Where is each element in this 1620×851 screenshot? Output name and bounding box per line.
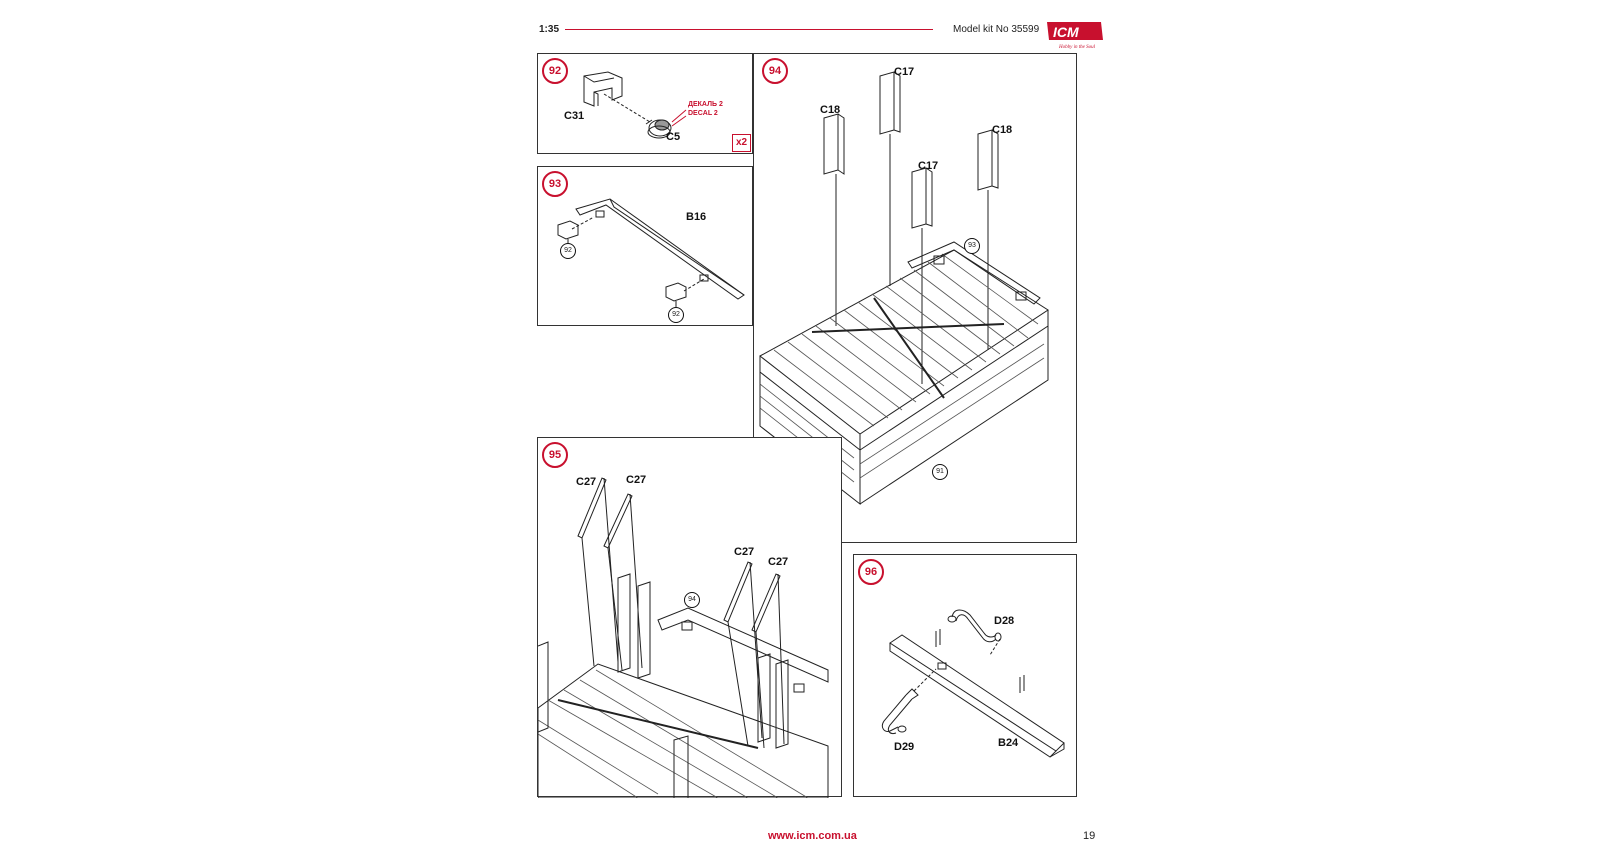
step-number-badge: 92 (542, 58, 568, 84)
instruction-page: 1:35 Model kit No 35599 ICM Hobby in the… (537, 18, 1105, 848)
part-label-b24: B24 (998, 737, 1019, 749)
multiplier-badge: x2 (732, 134, 751, 152)
part-label-c5: C5 (666, 131, 681, 143)
part-label-c17: C17 (894, 66, 915, 78)
page-number: 19 (1083, 830, 1096, 842)
step-92-illustration (583, 71, 687, 139)
step-93-illustration (557, 198, 745, 307)
step-number-badge: 93 (542, 171, 568, 197)
part-label-c27: C27 (768, 556, 789, 568)
step-93-panel: 93 B16 92 92 (537, 166, 753, 326)
step-94-illustration (759, 71, 1049, 506)
step-96-illustration (881, 609, 1065, 758)
part-label-d29: D29 (894, 741, 915, 753)
part-label-b16: B16 (686, 211, 707, 223)
decal-label-en: DECAL 2 (688, 110, 718, 117)
step-ref-badge: 92 (560, 243, 576, 259)
part-label-c18: C18 (820, 104, 841, 116)
icm-logo: ICM Hobby in the Soul (1045, 18, 1105, 50)
step-ref-badge: 94 (684, 592, 700, 608)
decal-callout: ДЕКАЛЬ 2 DECAL 2 (688, 100, 723, 118)
step-ref-badge: 92 (668, 307, 684, 323)
step-92-panel: 92 C31 C5 ДЕКАЛЬ 2 DECAL 2 x2 (537, 53, 753, 154)
website-link[interactable]: www.icm.com.ua (768, 830, 857, 842)
scale-label: 1:35 (539, 24, 560, 35)
step-number-badge: 96 (858, 559, 884, 585)
svg-text:Hobby in the Soul: Hobby in the Soul (1058, 45, 1096, 50)
part-label-c17: C17 (918, 160, 939, 172)
part-label-d28: D28 (994, 615, 1015, 627)
part-label-c31: C31 (564, 110, 585, 122)
decal-label-ru: ДЕКАЛЬ 2 (688, 101, 723, 108)
step-95-panel: 95 (537, 437, 842, 798)
part-label-c18: C18 (992, 124, 1013, 136)
step-number-badge: 95 (542, 442, 568, 468)
step-96-panel: 96 D28 (853, 554, 1077, 797)
svg-text:ICM: ICM (1053, 24, 1079, 40)
header-rule (565, 29, 933, 30)
step-number-badge: 94 (762, 58, 788, 84)
step-ref-badge: 91 (932, 464, 948, 480)
part-label-c27: C27 (576, 476, 597, 488)
kit-number-label: Model kit No 35599 (953, 24, 1040, 35)
part-label-c27: C27 (626, 474, 647, 486)
step-95-illustration (538, 477, 829, 798)
step-ref-badge: 93 (964, 238, 980, 254)
part-label-c27: C27 (734, 546, 755, 558)
